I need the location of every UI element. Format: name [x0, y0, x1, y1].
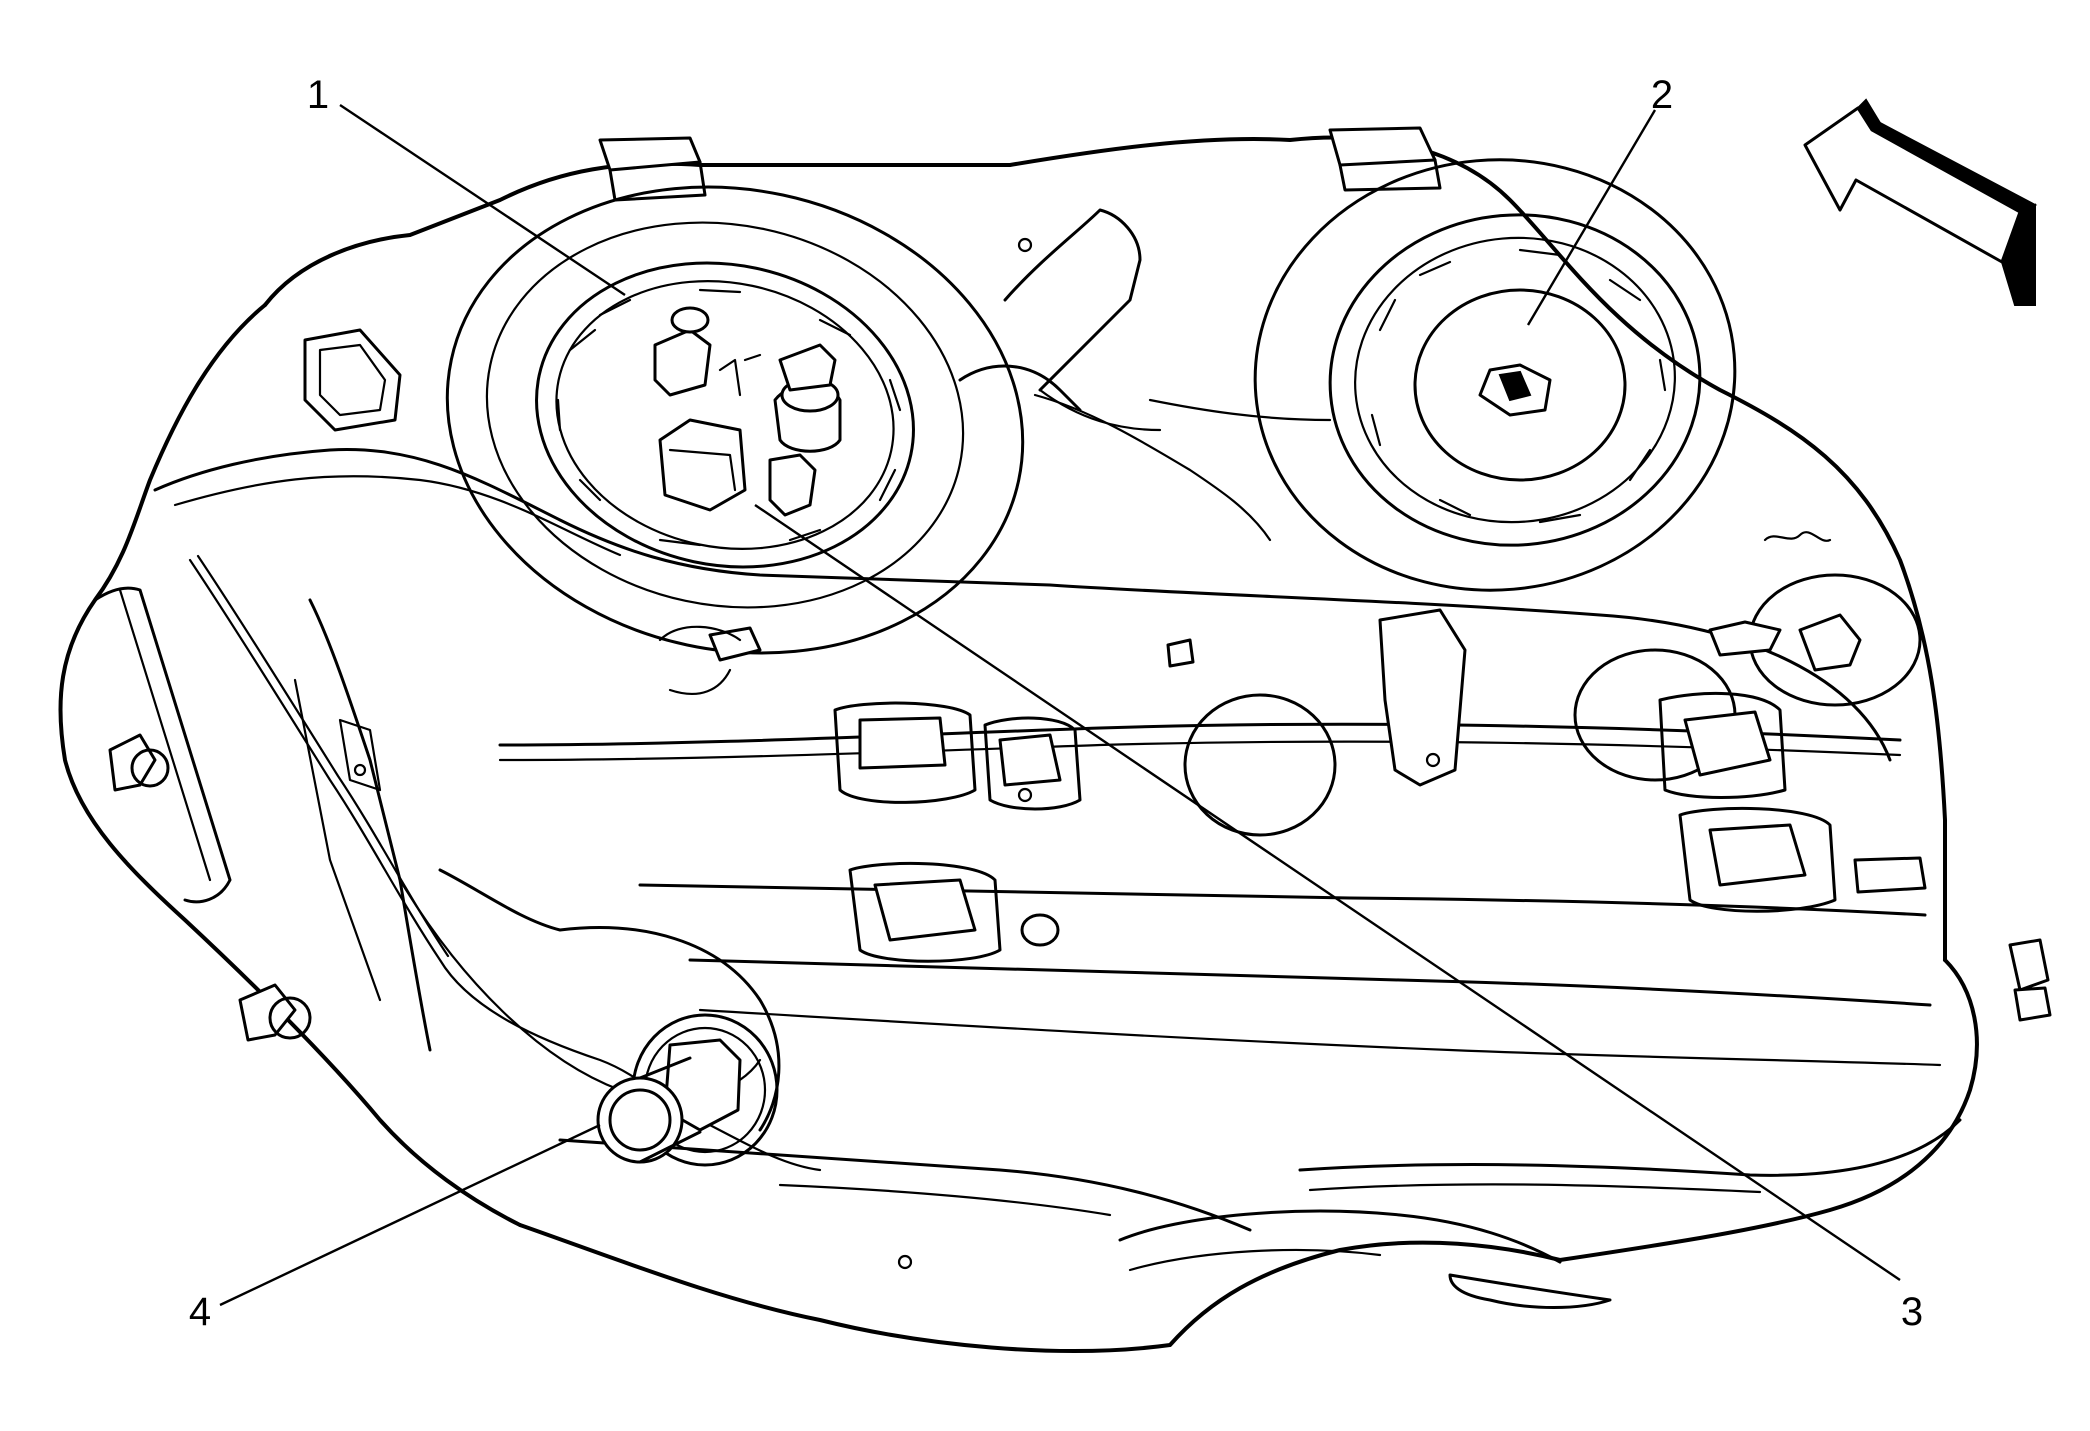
- tank-body: [58, 135, 1979, 1353]
- fuel-level-sender: [1253, 158, 1737, 592]
- leader-line-1: [339, 104, 626, 296]
- leader-line-2: [1526, 109, 1657, 326]
- callout-1: 1: [307, 73, 329, 117]
- direction-arrow-icon: [1803, 98, 2038, 306]
- top-mounting-pads: [303, 126, 1442, 432]
- leader-line-4: [219, 1123, 601, 1307]
- callout-3: 3: [1901, 1290, 1923, 1334]
- fuel-pump-module: [445, 185, 1025, 655]
- leader-line-3: [754, 504, 1901, 1281]
- leader-lines: [219, 104, 1901, 1307]
- callout-4: 4: [189, 1290, 211, 1334]
- left-end-lobe: [398, 868, 781, 1167]
- callout-labels: 1 2 3 4: [189, 73, 1923, 1334]
- callout-2: 2: [1651, 73, 1673, 117]
- tank-top-features: [353, 208, 2052, 1270]
